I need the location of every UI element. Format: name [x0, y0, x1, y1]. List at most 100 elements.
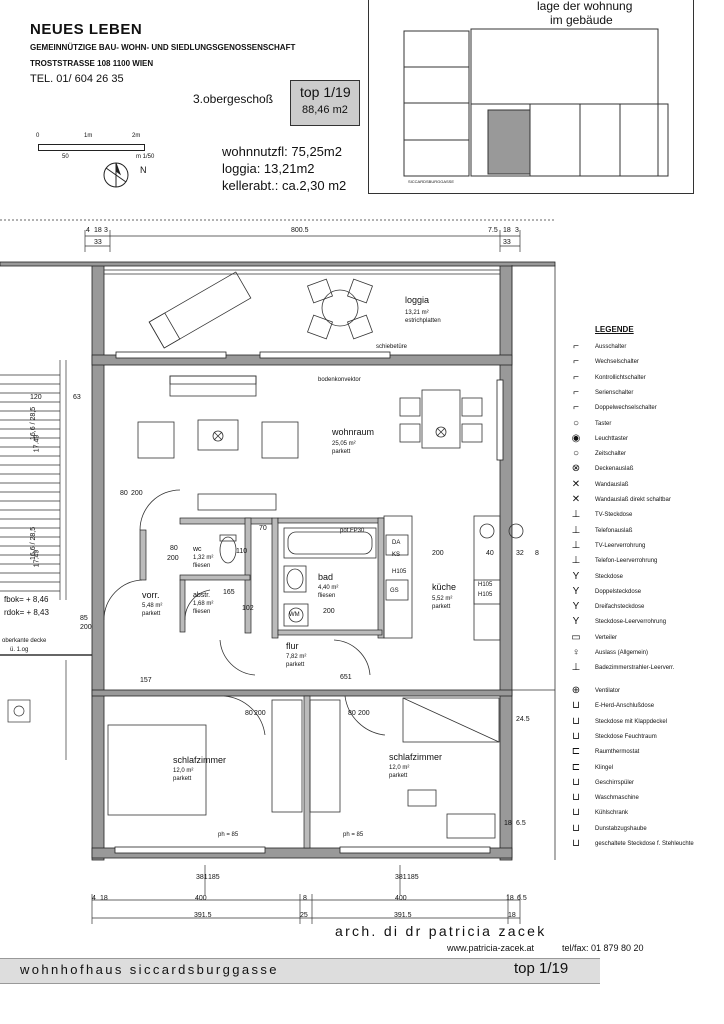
dim-157: 157 — [140, 677, 152, 684]
room-schlaf2-name: schlafzimmer — [389, 752, 443, 762]
legend-symbol-icon: ⊔ — [572, 792, 580, 804]
dim-200e: 200 — [80, 624, 92, 631]
room-schlaf1-area: 12,0 m² — [173, 768, 194, 774]
legend-item: E-Herd-Anschlußdose — [595, 703, 655, 710]
inset-title-1: lage der wohnung — [537, 0, 633, 13]
legend-item: Raumthermostat — [595, 749, 640, 756]
legend-item: Telefonauslaß — [595, 527, 633, 534]
wohnnutzflaeche: wohnnutzfl: 75,25m2 — [222, 144, 342, 159]
dim-6-5a: 6.5 — [516, 820, 526, 827]
dim-18d: 18 — [506, 895, 514, 902]
top-area: 88,46 m2 — [302, 104, 348, 116]
legend-symbol-icon: ◉ — [571, 432, 581, 444]
top-box — [290, 80, 360, 126]
label-schiebetuere: schiebetüre — [376, 344, 408, 350]
legend-symbol-icon: ○ — [572, 417, 580, 429]
dim-8a: 8 — [535, 550, 539, 557]
dim-40: 40 — [486, 550, 494, 557]
dim-120: 120 — [30, 394, 42, 401]
dim-80c: 80 — [245, 710, 253, 717]
dim-18a: 18 — [94, 227, 102, 234]
dim-80a: 80 — [120, 490, 128, 497]
room-loggia-name: loggia — [405, 295, 430, 305]
company-title: NEUES LEBEN — [30, 21, 143, 38]
legend-symbol-icon: ▭ — [571, 631, 581, 643]
label-og: ü. 1.og — [10, 647, 29, 653]
room-kueche-name: küche — [432, 582, 457, 592]
room-schlaf2-area: 12,0 m² — [389, 765, 410, 771]
dim-18c: 18 — [504, 820, 512, 827]
room-abstr-floor: fliesen — [193, 609, 211, 615]
dim-102: 102 — [242, 605, 254, 612]
legend-symbol-icon: ⊗ — [571, 463, 581, 475]
scale-ratio: m 1/50 — [136, 154, 155, 160]
dim-381a: 381 — [196, 874, 208, 881]
scale-50: 50 — [62, 154, 69, 160]
legend-symbol-icon: ⊔ — [572, 776, 580, 788]
room-vorr-name: vorr. — [142, 590, 160, 600]
room-loggia-floor: estrichplatten — [405, 318, 441, 324]
room-wc-name: wc — [193, 546, 202, 553]
legend-item: Kontrollichtschalter — [595, 374, 646, 381]
dim-110: 110 — [236, 548, 248, 555]
dim-63: 63 — [73, 394, 81, 401]
dim-166b: 16,6 / 28,5 — [30, 526, 37, 560]
legend-symbol-icon: ⊏ — [571, 761, 581, 773]
dim-33a: 33 — [94, 239, 102, 246]
legend-symbol-icon: ⊔ — [572, 807, 580, 819]
legend-item: Steckdose — [595, 573, 624, 580]
legend-symbol-icon: ⊔ — [572, 838, 580, 849]
scale-bar — [38, 144, 145, 151]
project-name: wohnhofhaus siccardsburggasse — [20, 962, 279, 977]
dim-7-5: 7.5 — [488, 227, 498, 234]
legend-symbol-icon: ⊥ — [571, 539, 581, 551]
label-wm: WM — [289, 612, 300, 618]
legend-item: Wechselschalter — [595, 359, 639, 366]
legend-item: Steckdose mit Klappdeckel — [595, 718, 668, 725]
dim-200d: 200 — [432, 550, 444, 557]
dim-85: 85 — [80, 615, 88, 622]
dim-top-total: 800.5 — [291, 227, 309, 234]
legend-item: Steckdose-Leerverrohrung — [595, 619, 667, 626]
room-loggia-area: 13,21 m² — [405, 310, 429, 316]
room-vorr-area: 5,48 m² — [142, 603, 163, 609]
dim-18e: 18 — [100, 895, 108, 902]
legend-symbol-icon: ⌐ — [573, 371, 579, 383]
legend-item: Steckdose Feuchtraum — [595, 733, 657, 740]
label-bodenkonvektor: bodenkonvektor — [318, 377, 361, 383]
north-label: N — [140, 165, 147, 175]
label-da: DA — [392, 540, 401, 546]
inner-walls — [139, 517, 385, 849]
dim-8b: 8 — [303, 895, 307, 902]
legend-symbol-icon: ⊥ — [571, 509, 581, 521]
architect-web: www.patricia-zacek.at — [447, 943, 535, 953]
room-wohnraum-floor: parkett — [332, 449, 351, 455]
legend-symbol-icon: ⌐ — [573, 356, 579, 368]
legend-symbol-icon: ✕ — [571, 494, 581, 505]
dim-200g: 200 — [358, 710, 370, 717]
label-gs: GS — [390, 588, 399, 594]
top-dimension-lines — [0, 219, 555, 252]
loggia-area: loggia: 13,21m2 — [222, 161, 315, 176]
legend-symbol-icon: Y — [572, 601, 580, 613]
legend-item: Doppelsteckdose — [595, 588, 642, 595]
inset-title-2: im gebäude — [550, 13, 613, 27]
room-kueche-floor: parkett — [432, 604, 451, 610]
legend-item: Dunstabzugshaube — [595, 825, 647, 832]
legend-symbol-icon: ⌐ — [573, 402, 579, 414]
label-oberkante: oberkante decke — [2, 638, 47, 644]
legend-item: Wandauslaß — [595, 481, 629, 488]
dim-80b: 80 — [170, 545, 178, 552]
legend-symbol-icon: Y — [572, 616, 580, 628]
room-bad-floor: fliesen — [318, 593, 336, 599]
scale-2m: 2m — [132, 133, 141, 139]
legend-symbol-icon: ⊥ — [571, 555, 581, 567]
furniture — [103, 271, 524, 839]
north-arrow — [103, 162, 129, 188]
legend-symbol-icon: ♀ — [572, 647, 580, 658]
legend-item: TV-Leerverrohrung — [595, 542, 646, 549]
dim-165: 165 — [223, 589, 235, 596]
keller-area: kellerabt.: ca.2,30 m2 — [222, 178, 347, 193]
location-inset — [368, 0, 694, 194]
